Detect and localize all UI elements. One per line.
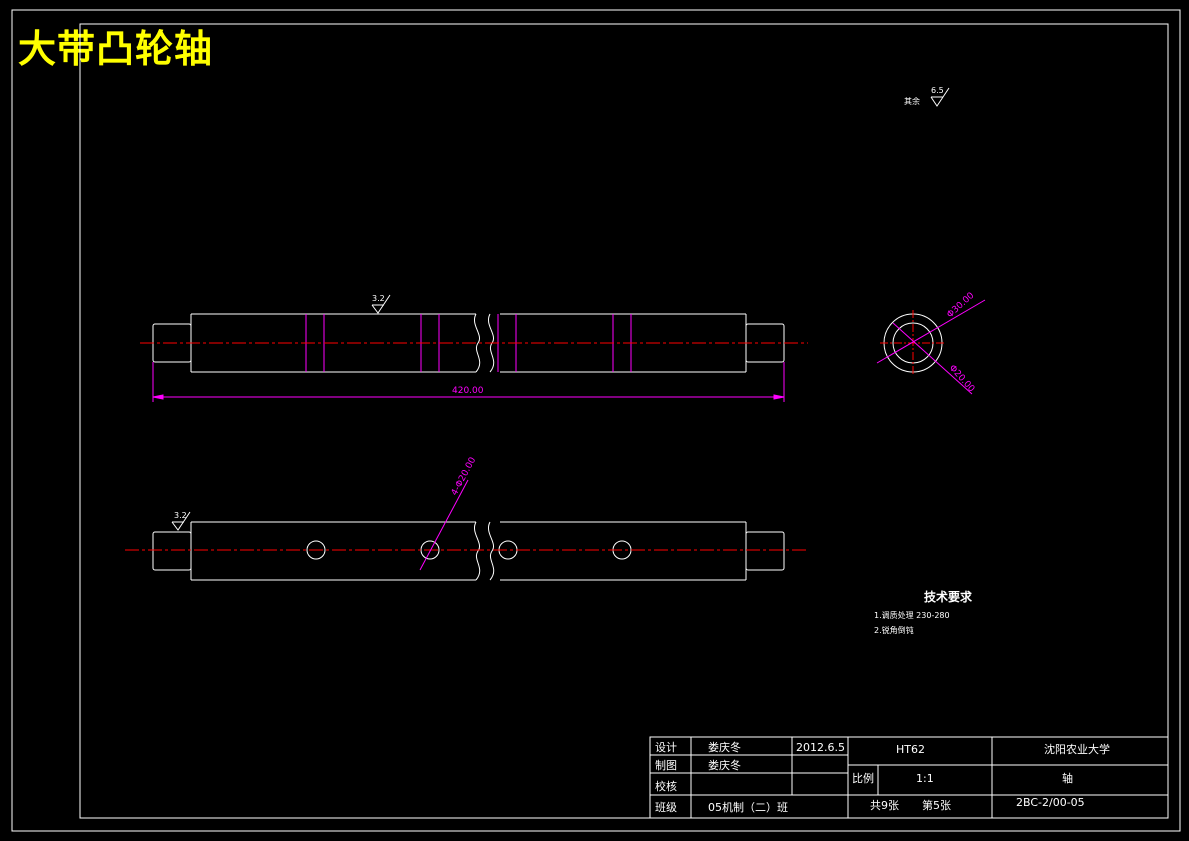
front-finish-value: 3.2 [372,294,385,303]
surface-finish-front: 3.2 [371,294,391,314]
rest-label: 其余 [904,96,920,106]
class-value: 05机制（二）班 [708,800,788,814]
part-name: 轴 [1062,771,1073,785]
hole-leader [419,479,469,571]
outer-dia-label: Φ30.00 [945,291,976,321]
design-date: 2012.6.5 [796,741,845,754]
length-value: 420.00 [452,386,484,396]
drawing-name: 娄庆冬 [708,758,741,772]
inner-frame [79,23,1169,819]
scale-value: 1:1 [916,772,934,785]
inner-dia-label: Φ20.00 [947,363,977,394]
bottom-view [152,521,785,581]
class-label: 班级 [655,801,677,814]
sheet-number: 第5张 [922,798,951,812]
outer-frame [11,9,1181,832]
surface-finish-rest: 其余 6.5 [904,86,950,107]
design-label: 设计 [655,741,677,754]
drawing-number: 2BC-2/00-05 [1016,796,1085,809]
title-block [649,736,1169,819]
drawing-label: 制图 [655,759,677,772]
scale-label: 比例 [852,771,874,785]
material: HT62 [896,743,925,756]
tech-item-1: 1.调质处理 230-280 [874,610,950,620]
bottom-finish-value: 3.2 [174,511,187,520]
surface-finish-bottom: 3.2 [171,511,191,531]
school-name: 沈阳农业大学 [1044,742,1110,756]
length-dimension [152,362,785,402]
design-name: 娄庆冬 [708,740,741,754]
hole-dia-label: 4-Φ20.00 [450,456,479,498]
section-view [876,299,986,395]
rest-value: 6.5 [931,86,944,95]
tech-heading: 技术要求 [924,589,973,604]
tech-item-2: 2.锐角倒钝 [874,625,914,635]
sheets-total: 共9张 [870,799,899,812]
drawing-title: 大带凸轮轴 [18,27,214,71]
check-label: 校核 [655,779,677,793]
